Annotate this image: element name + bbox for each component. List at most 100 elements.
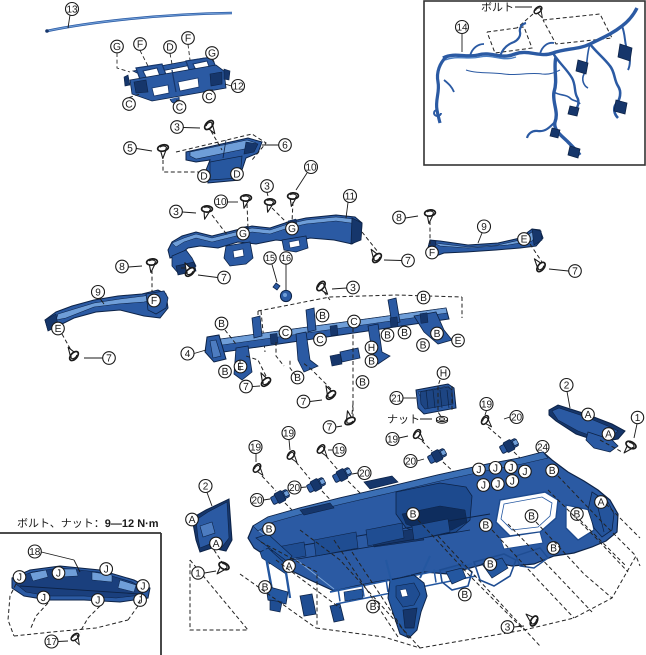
svg-text:A: A — [598, 498, 605, 509]
svg-text:D: D — [166, 43, 173, 54]
svg-text:J: J — [104, 565, 109, 576]
svg-text:20: 20 — [405, 457, 417, 468]
svg-text:A: A — [286, 562, 293, 573]
svg-text:G: G — [208, 49, 216, 60]
svg-text:F: F — [151, 296, 157, 307]
svg-text:14: 14 — [456, 23, 468, 34]
svg-text:C: C — [125, 100, 133, 111]
svg-text:F: F — [185, 34, 191, 45]
svg-text:24: 24 — [537, 443, 549, 454]
svg-text:B: B — [370, 602, 377, 613]
svg-text:9: 9 — [95, 288, 101, 299]
svg-text:J: J — [56, 569, 61, 580]
svg-text:19: 19 — [387, 435, 399, 446]
svg-text:ボルト: ボルト — [481, 1, 514, 14]
svg-text:B: B — [461, 590, 468, 601]
svg-text:A: A — [605, 430, 612, 441]
svg-text:A: A — [213, 539, 220, 550]
svg-text:7: 7 — [243, 382, 249, 393]
svg-text:2: 2 — [564, 381, 570, 392]
svg-text:5: 5 — [127, 144, 133, 155]
svg-text:20: 20 — [511, 413, 523, 424]
svg-text:20: 20 — [359, 469, 371, 480]
svg-text:B: B — [368, 357, 375, 368]
svg-text:9: 9 — [481, 222, 487, 233]
svg-text:20: 20 — [251, 496, 263, 507]
svg-text:3: 3 — [174, 123, 180, 134]
svg-text:11: 11 — [345, 192, 356, 203]
svg-text:3: 3 — [350, 283, 356, 294]
svg-text:10: 10 — [305, 163, 317, 174]
svg-text:7: 7 — [106, 354, 112, 365]
svg-text:12: 12 — [232, 82, 244, 93]
svg-text:B: B — [573, 510, 580, 521]
svg-text:B: B — [359, 378, 366, 389]
svg-text:15: 15 — [265, 253, 275, 263]
svg-text:J: J — [476, 465, 481, 476]
svg-text:J: J — [140, 582, 145, 593]
svg-text:J: J — [95, 596, 100, 607]
svg-text:B: B — [420, 293, 427, 304]
svg-text:21: 21 — [391, 394, 403, 405]
svg-text:B: B — [434, 329, 441, 340]
svg-text:J: J — [493, 464, 498, 475]
svg-text:4: 4 — [185, 349, 191, 360]
svg-text:B: B — [410, 510, 417, 521]
svg-text:8: 8 — [119, 262, 125, 273]
svg-text:J: J — [510, 477, 515, 488]
svg-text:J: J — [41, 593, 46, 604]
svg-text:G: G — [239, 229, 247, 240]
svg-text:7: 7 — [572, 267, 578, 278]
svg-text:D: D — [233, 170, 240, 181]
svg-text:1: 1 — [635, 413, 641, 424]
svg-text:J: J — [481, 481, 486, 492]
svg-text:19: 19 — [283, 429, 295, 440]
svg-text:B: B — [550, 544, 557, 555]
svg-text:J: J — [522, 467, 527, 478]
svg-text:B: B — [262, 583, 269, 594]
svg-text:B: B — [384, 331, 391, 342]
svg-text:B: B — [222, 367, 229, 378]
svg-text:A: A — [189, 515, 196, 526]
svg-text:C: C — [205, 92, 213, 103]
svg-text:7: 7 — [301, 397, 307, 408]
svg-text:19: 19 — [334, 446, 346, 457]
svg-text:G: G — [113, 42, 121, 53]
svg-text:B: B — [482, 521, 489, 532]
svg-text:A: A — [585, 410, 592, 421]
svg-text:2: 2 — [203, 482, 209, 493]
svg-text:J: J — [508, 463, 513, 474]
svg-text:8: 8 — [396, 213, 402, 224]
svg-text:J: J — [495, 480, 500, 491]
svg-text:C: C — [316, 335, 324, 346]
svg-text:C: C — [350, 317, 358, 328]
svg-text:B: B — [487, 560, 494, 571]
svg-text:B: B — [319, 311, 326, 322]
svg-text:3: 3 — [264, 182, 270, 193]
svg-text:20: 20 — [289, 483, 301, 494]
svg-text:C: C — [282, 328, 290, 339]
svg-text:18: 18 — [29, 547, 41, 558]
svg-text:B: B — [420, 341, 427, 352]
svg-text:19: 19 — [250, 443, 262, 454]
svg-text:6: 6 — [282, 141, 288, 152]
svg-text:3: 3 — [173, 207, 179, 218]
svg-text:F: F — [137, 40, 143, 51]
svg-text:E: E — [521, 235, 528, 246]
svg-text:B: B — [266, 525, 273, 536]
svg-text:1: 1 — [195, 569, 201, 580]
svg-text:C: C — [176, 103, 184, 114]
svg-text:10: 10 — [215, 197, 227, 208]
svg-text:G: G — [288, 224, 296, 235]
svg-text:ナット: ナット — [387, 414, 420, 426]
svg-text:H: H — [440, 369, 447, 380]
svg-text:E: E — [55, 324, 62, 335]
svg-text:B: B — [401, 328, 408, 339]
svg-text:3: 3 — [505, 623, 511, 634]
svg-text:F: F — [429, 248, 435, 259]
svg-text:D: D — [200, 172, 207, 183]
svg-text:J: J — [17, 573, 22, 584]
svg-text:E: E — [455, 336, 462, 347]
svg-text:16: 16 — [281, 253, 291, 263]
svg-text:17: 17 — [46, 637, 58, 648]
